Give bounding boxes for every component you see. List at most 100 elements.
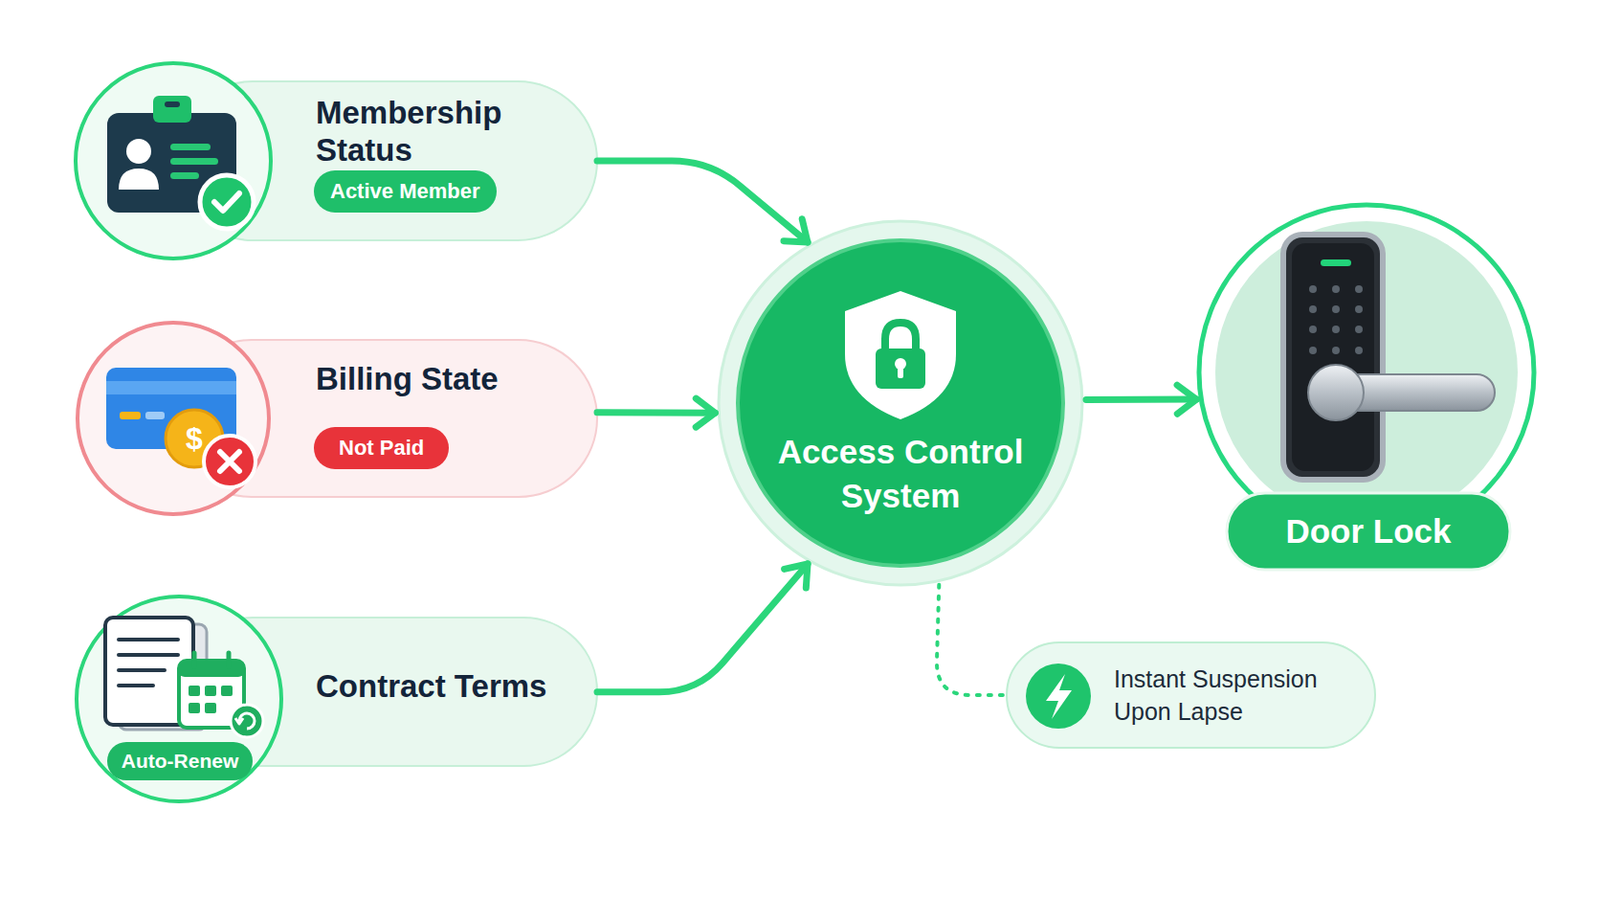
arrow-head (1177, 384, 1197, 414)
contract-calendar-icon-part (204, 685, 217, 696)
term-badge: Auto-Renew (107, 741, 253, 780)
contract-calendar-icon (105, 617, 264, 737)
door-lock-illustration-part (1283, 234, 1383, 480)
system-circle-outline-part (718, 221, 1083, 585)
node-heading: Billing State (315, 359, 584, 398)
note-pill-outline (1004, 640, 1378, 750)
contract-calendar-icon-part (204, 702, 217, 713)
contract-calendar-icon-part (239, 712, 255, 729)
device-node-outline-part (1215, 221, 1518, 524)
door-lock-illustration-part-part (1355, 325, 1363, 334)
id-card-icon-part (214, 193, 240, 211)
connector-line (1086, 396, 1197, 404)
contract-calendar-icon-part (178, 660, 245, 728)
credit-card-icon-part (203, 435, 256, 488)
connector-line (597, 160, 808, 243)
contract-calendar-icon-part (118, 623, 207, 730)
id-card-icon (107, 95, 254, 229)
status-badge: Not Paid (313, 426, 449, 469)
contract-calendar-icon-part (221, 685, 233, 696)
note-text: Instant Suspension Upon Lapse (1113, 662, 1365, 728)
contract-calendar-icon-part (188, 685, 200, 696)
device-label: Door Lock (1226, 492, 1511, 570)
id-card-icon-part (153, 95, 192, 123)
shield-lock-icon-part (844, 290, 956, 420)
door-lock-illustration-part-part (1309, 305, 1317, 313)
id-card-icon-part (118, 168, 159, 190)
system-circle-outline (716, 219, 1085, 587)
contract-calendar-icon-part (230, 704, 264, 737)
credit-card-icon-part (220, 451, 240, 471)
credit-card-icon-part (119, 411, 141, 420)
device-node: Door Lock (1196, 201, 1537, 572)
contract-calendar-icon-part (178, 660, 245, 677)
credit-card-icon-part (165, 409, 223, 467)
door-lock-illustration-part-part (1309, 285, 1317, 293)
node-heading: Membership Status (315, 93, 567, 169)
note-pill: Instant Suspension Upon Lapse (1004, 640, 1378, 750)
arrow-head (695, 398, 715, 427)
shield-lock-icon-part (897, 365, 904, 378)
shield-lock-icon-part (894, 357, 907, 370)
door-lock-illustration-part-part (1355, 305, 1363, 313)
credit-card-icon-part (106, 380, 237, 395)
lightning-icon-part (1045, 673, 1072, 719)
id-card-icon-part (170, 172, 200, 179)
door-lock-illustration-part-part (1332, 346, 1340, 355)
credit-card-icon-part (145, 411, 165, 420)
id-card-icon-part (126, 138, 152, 164)
flow-arrow (597, 563, 808, 692)
device-node-outline-part (1199, 204, 1534, 540)
connector-line (597, 408, 715, 416)
shield-lock-icon-part (875, 348, 926, 389)
contract-calendar-icon-part (105, 617, 194, 725)
id-card-icon-part (164, 101, 180, 108)
door-lock-illustration-part-part (1332, 305, 1340, 313)
door-lock-illustration-part-part (1355, 346, 1363, 355)
contract-calendar-icon-part (235, 717, 244, 724)
system-circle-outline-part (737, 240, 1064, 566)
contract-calendar-icon-part (194, 652, 229, 667)
note-pill-outline-part (1006, 642, 1376, 748)
door-lock-illustration-part (1320, 259, 1352, 267)
device-node-outline-part (1226, 492, 1511, 570)
door-lock-illustration-part (1291, 243, 1375, 471)
id-card-icon-part (170, 143, 211, 151)
door-lock-illustration-part-part (1309, 346, 1317, 355)
door-lock-illustration-part (1320, 374, 1495, 411)
door-lock-illustration-part-part (1332, 325, 1340, 334)
input-pill: Membership StatusActive Member (68, 57, 598, 265)
node-heading: Contract Terms (315, 666, 594, 705)
connector-line (597, 563, 808, 692)
contract-calendar-icon-part (118, 639, 178, 686)
arrow-head (784, 563, 808, 588)
input-pill: Billing StateNot Paid (68, 318, 598, 518)
flow-arrow (1086, 384, 1197, 414)
contract-calendar-icon-part (188, 702, 200, 713)
id-card-icon-part (107, 112, 237, 213)
credit-card-icon-part (106, 367, 237, 449)
input-pill-outline (68, 318, 598, 518)
system-title: Access Control System (756, 429, 1045, 518)
status-badge: Active Member (313, 170, 497, 213)
id-card-icon-part (200, 175, 254, 229)
input-pill-outline-part (76, 596, 282, 801)
arrow-head (783, 219, 808, 243)
door-lock-illustration-part-part (1355, 285, 1363, 293)
input-pill-outline-part (77, 322, 269, 514)
door-lock-illustration-part-part (1309, 325, 1317, 334)
shield-lock-icon-part (885, 322, 916, 353)
dotted-link (936, 584, 1005, 695)
door-lock-illustration-part (1309, 285, 1363, 355)
door-lock-illustration-part (1308, 364, 1364, 421)
flow-arrow (597, 398, 715, 427)
lightning-icon-part (1025, 663, 1091, 729)
door-lock-illustration-part-part (1332, 285, 1340, 293)
shield-lock-icon (844, 290, 956, 420)
credit-card-icon (106, 367, 256, 488)
system-circle: Access Control System (716, 219, 1085, 587)
id-card-icon-part (170, 157, 219, 165)
door-lock-illustration (1283, 234, 1495, 480)
flow-arrow (597, 160, 808, 243)
